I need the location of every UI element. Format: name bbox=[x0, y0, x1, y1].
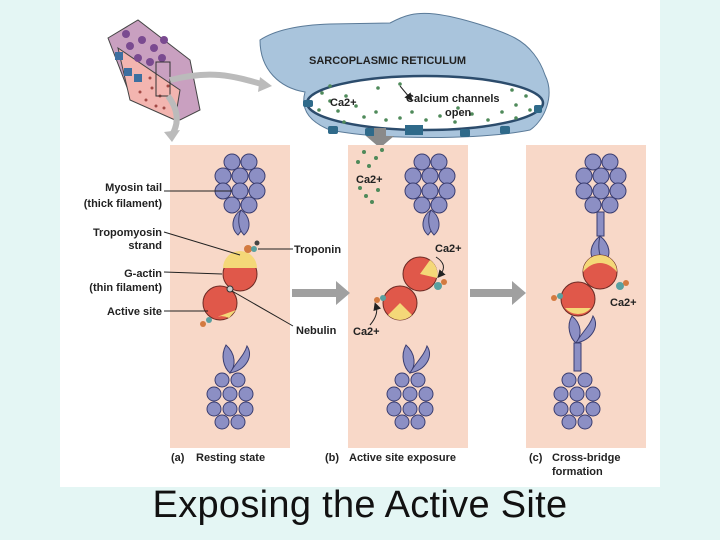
released-calcium-label: Ca2+ bbox=[356, 174, 383, 186]
label-tropomyosin: Tropomyosin bbox=[93, 227, 162, 239]
panel-c-letter: (c) bbox=[529, 452, 543, 464]
label-myosin-tail: Myosin tail bbox=[105, 182, 162, 194]
label-nebulin: Nebulin bbox=[296, 325, 337, 337]
panel-b-calcium-lower: Ca2+ bbox=[353, 326, 380, 338]
panel-captions: (a) Resting state (b) Active site exposu… bbox=[171, 452, 620, 478]
panel-b-caption: Active site exposure bbox=[349, 452, 456, 464]
panel-b-actin bbox=[374, 256, 447, 321]
panel-b-calcium-upper: Ca2+ bbox=[435, 243, 462, 255]
label-troponin: Troponin bbox=[294, 244, 341, 256]
arrow-b-to-c bbox=[470, 281, 526, 305]
sr-title: SARCOPLASMIC RETICULUM bbox=[309, 55, 466, 67]
panel-b-letter: (b) bbox=[325, 452, 339, 464]
arrow-a-to-b bbox=[292, 281, 350, 305]
label-active-site: Active site bbox=[107, 306, 162, 318]
panel-c-caption-line2: formation bbox=[552, 466, 603, 478]
panel-b-myosin-bottom bbox=[386, 344, 434, 430]
panel-b-arrow-upper bbox=[435, 256, 446, 279]
muscle-fiber-sketch bbox=[107, 19, 272, 142]
panel-b-arrow-lower bbox=[369, 302, 382, 326]
panel-c-caption-line1: Cross-bridge bbox=[552, 452, 620, 464]
label-thick-filament: (thick filament) bbox=[84, 198, 163, 210]
sarcoplasmic-reticulum: SARCOPLASMIC RETICULUM Ca2+ Calcium chan… bbox=[259, 12, 550, 148]
slide-title: Exposing the Active Site bbox=[152, 484, 568, 526]
panel-c-actin bbox=[551, 254, 629, 317]
released-calcium-dots bbox=[356, 148, 384, 204]
channels-open-label: open bbox=[445, 107, 472, 119]
panel-c-myosin-bottom bbox=[553, 314, 601, 430]
panel-a-actin bbox=[200, 240, 260, 327]
panel-a-caption: Resting state bbox=[196, 452, 265, 464]
muscle-contraction-figure: SARCOPLASMIC RETICULUM Ca2+ Calcium chan… bbox=[60, 0, 660, 487]
label-thin-filament: (thin filament) bbox=[89, 282, 162, 294]
sr-calcium-label: Ca2+ bbox=[330, 97, 357, 109]
label-strand: strand bbox=[128, 240, 162, 252]
panel-a-myosin-bottom bbox=[206, 344, 254, 430]
panel-b-myosin-top bbox=[404, 153, 456, 236]
label-g-actin: G-actin bbox=[124, 268, 162, 280]
panel-a-leader-lines bbox=[163, 190, 294, 327]
structure-labels: Myosin tail (thick filament) Tropomyosin… bbox=[84, 182, 342, 337]
panel-a-myosin-top bbox=[214, 153, 266, 236]
panel-a-letter: (a) bbox=[171, 452, 185, 464]
panel-c-calcium-label: Ca2+ bbox=[610, 297, 637, 309]
calcium-channels-label: Calcium channels bbox=[406, 93, 500, 105]
figure-svg: SARCOPLASMIC RETICULUM Ca2+ Calcium chan… bbox=[84, 12, 646, 478]
